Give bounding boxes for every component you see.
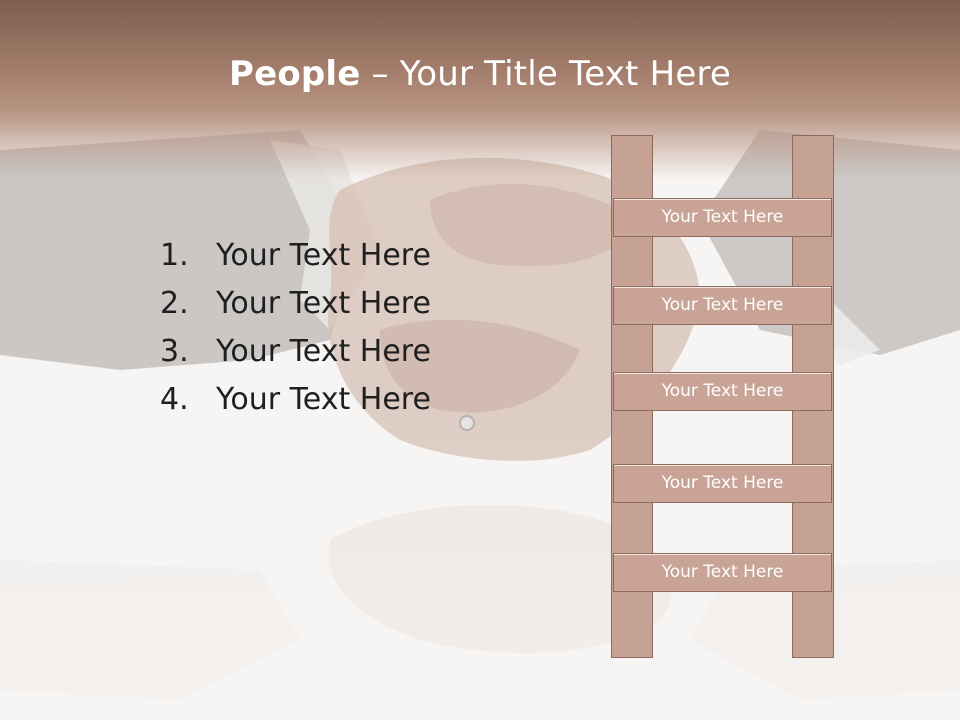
title-rest-part: – Your Title Text Here xyxy=(360,54,732,94)
ladder-diagram: Your Text Here Your Text Here Your Text … xyxy=(611,135,834,658)
list-item-number: 3. xyxy=(160,334,189,369)
list-item: 4. Your Text Here xyxy=(160,376,431,424)
title-bold-part: People xyxy=(228,54,361,94)
list-item-text: Your Text Here xyxy=(216,286,431,321)
ladder-rung-5: Your Text Here xyxy=(613,553,832,592)
list-item-number: 2. xyxy=(160,286,189,321)
list-item-number: 4. xyxy=(160,382,189,417)
list-item-text: Your Text Here xyxy=(216,382,431,417)
list-item: 1. Your Text Here xyxy=(160,232,431,280)
list-item-number: 1. xyxy=(160,238,189,273)
ladder-rung-3: Your Text Here xyxy=(613,372,832,411)
list-item: 2. Your Text Here xyxy=(160,280,431,328)
list-item: 3. Your Text Here xyxy=(160,328,431,376)
ladder-rung-1: Your Text Here xyxy=(613,198,832,237)
ladder-rung-2: Your Text Here xyxy=(613,286,832,325)
list-item-text: Your Text Here xyxy=(216,334,431,369)
slide-title: People – Your Title Text Here xyxy=(0,54,960,94)
ladder-rung-4: Your Text Here xyxy=(613,464,832,503)
list-item-text: Your Text Here xyxy=(216,238,431,273)
numbered-list: 1. Your Text Here 2. Your Text Here 3. Your… xyxy=(160,232,431,424)
